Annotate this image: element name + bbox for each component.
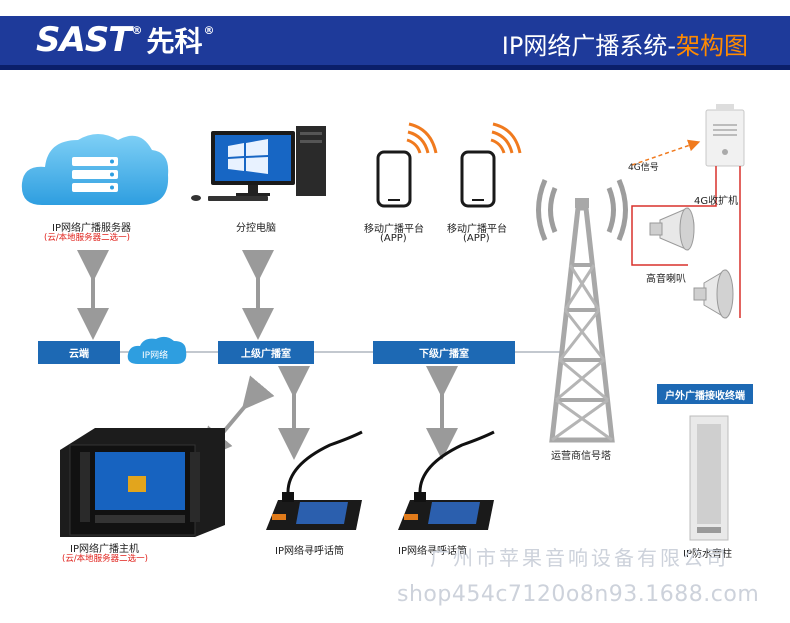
cloud-server-icon bbox=[22, 134, 168, 205]
shop-url-watermark: shop454c7120o8n93.1688.com bbox=[397, 582, 759, 607]
lower-room-box: 下级广播室 bbox=[373, 341, 515, 364]
company-watermark: 广州市苹果音响设备有限公司 bbox=[430, 542, 729, 571]
pc-label: 分控电脑 bbox=[236, 219, 276, 234]
broadcast-host-icon bbox=[60, 428, 225, 537]
paging-microphone-icon bbox=[266, 432, 362, 530]
cloud-box: 云端 bbox=[38, 341, 120, 364]
signal-4g-label: 4G信号 bbox=[628, 160, 659, 173]
upper-room-box: 上级广播室 bbox=[218, 341, 314, 364]
paging-microphone-icon-2 bbox=[398, 432, 494, 530]
amp-4g-label: 4G收扩机 bbox=[694, 192, 738, 207]
tower-label: 运营商信号塔 bbox=[551, 447, 611, 462]
column-speaker-icon bbox=[690, 416, 728, 540]
signal-tower-icon bbox=[539, 180, 626, 440]
mic1-label: IP网络寻呼话筒 bbox=[275, 542, 344, 557]
server-note: (云/本地服务器二选一) bbox=[44, 231, 130, 243]
mobile-phone-icon bbox=[378, 124, 436, 206]
4g-receiver-device bbox=[706, 104, 744, 166]
horn-label: 高音喇叭 bbox=[646, 270, 686, 285]
ip-network-label: IP网络 bbox=[142, 348, 168, 361]
app1-sub: (APP) bbox=[380, 233, 407, 244]
mobile-phone-icon-2 bbox=[462, 124, 520, 206]
app2-sub: (APP) bbox=[463, 233, 490, 244]
horn-speaker-icon-2 bbox=[694, 270, 733, 318]
outdoor-terminal-box: 户外广播接收终端 bbox=[657, 384, 753, 404]
host-note: (云/本地服务器二选一) bbox=[62, 552, 148, 564]
horn-speaker-icon bbox=[650, 208, 694, 250]
desktop-pc-icon bbox=[191, 126, 326, 201]
